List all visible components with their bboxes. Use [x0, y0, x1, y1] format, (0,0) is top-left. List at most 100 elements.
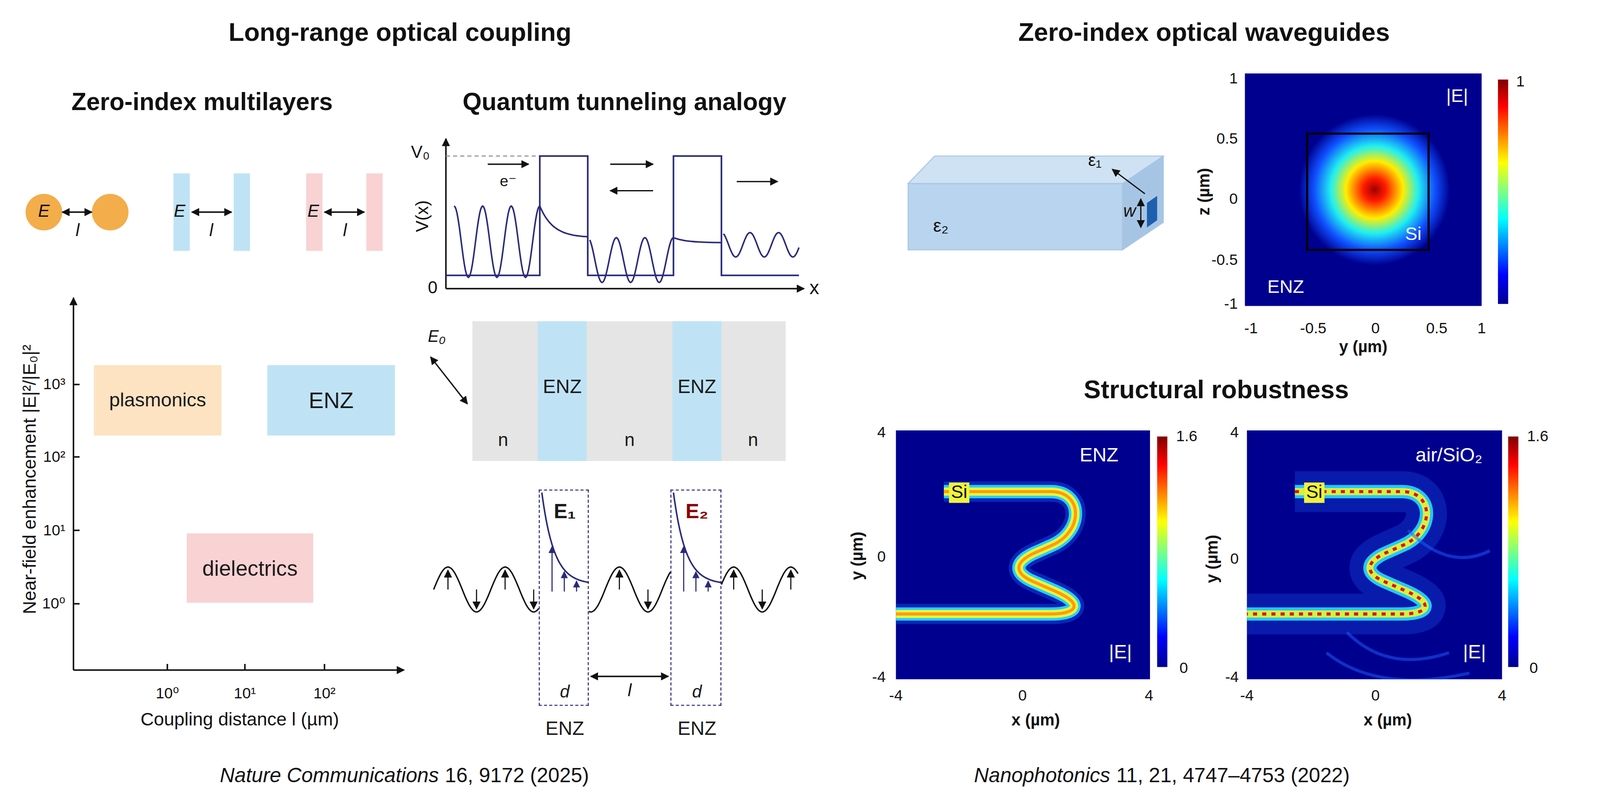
graphic: [1246, 491, 1427, 615]
node-text: ENZ: [677, 377, 717, 399]
label: x (µm): [1011, 711, 1061, 730]
label: Near-field enhancement |E|²/|E₀|²: [20, 344, 41, 615]
node-text: dielectrics: [202, 556, 298, 581]
node-text: ENZ: [545, 718, 585, 741]
label: 1: [1516, 73, 1525, 90]
label: 0: [1018, 687, 1027, 705]
enz-field-box: E₂dENZ: [670, 489, 722, 706]
node-text: d: [560, 683, 570, 703]
label: l: [342, 221, 347, 241]
colorbar: [1498, 79, 1509, 305]
field-decay: [541, 493, 589, 583]
colorbar: [1508, 436, 1519, 668]
graphic: [73, 669, 404, 672]
label: -1: [1244, 320, 1258, 337]
label: 10²: [313, 685, 336, 703]
graphic: [243, 664, 246, 671]
field-arrow: [647, 589, 649, 610]
field-arrow: [761, 589, 763, 610]
node-text: n: [497, 430, 509, 451]
edge-label: l: [627, 682, 632, 702]
label: -1: [1223, 295, 1238, 313]
label: V₀: [410, 143, 430, 163]
field-arrow: [695, 572, 697, 592]
graphic: [895, 491, 1076, 615]
wavefunction: [723, 232, 800, 258]
si-core-outline: [1307, 133, 1429, 250]
node-text: d: [692, 683, 702, 703]
label: Nature Communications: [219, 764, 439, 787]
distance-arrow: [191, 211, 232, 214]
field-arrow: [475, 589, 478, 610]
label: -4: [1225, 668, 1240, 686]
label: 1: [1229, 70, 1238, 87]
label: 0: [1371, 687, 1380, 705]
enz-layer: ENZ: [537, 321, 587, 462]
propagation-arrows: [487, 164, 778, 192]
graphic: [610, 163, 654, 165]
label: y (µm): [1338, 338, 1388, 357]
label: ε₁: [1088, 151, 1102, 171]
label: Coupling distance l (µm): [140, 710, 340, 731]
graphic: [1326, 530, 1490, 680]
graphic: [487, 163, 529, 165]
label: 16, 9172 (2025): [444, 764, 589, 787]
enz-layer: [173, 173, 190, 251]
field-arrow: [790, 570, 792, 590]
graphic: [72, 298, 75, 671]
enz-layer: ENZ: [672, 321, 722, 462]
field-wave: [721, 567, 799, 613]
graphic: [895, 491, 1076, 615]
label: -4: [872, 668, 886, 686]
chart-axes: [73, 298, 404, 671]
label: -4: [889, 687, 904, 705]
label: Long-range optical coupling: [228, 18, 572, 47]
potential-axes: [445, 138, 805, 290]
label: E₀: [427, 327, 446, 346]
graphic: [610, 190, 654, 192]
waveguide-front: [908, 183, 1123, 250]
label: 0: [877, 548, 886, 566]
label: Zero-index optical waveguides: [1018, 18, 1390, 47]
distance-arrow: [590, 675, 669, 678]
label: w: [1123, 202, 1136, 222]
label: 10⁰: [155, 685, 179, 703]
label: V(x): [413, 200, 433, 233]
label: y (µm): [847, 531, 867, 581]
label: 4: [1497, 687, 1507, 705]
node-text: ENZ: [542, 377, 582, 399]
node-text: E₂: [685, 499, 709, 523]
label: 0: [1229, 190, 1238, 208]
dielectric-band: nnnENZENZ: [472, 321, 786, 462]
waveguide-side: [1122, 156, 1164, 250]
graphic: [73, 456, 80, 459]
graphic: [166, 664, 169, 671]
field-arrow: [551, 546, 553, 592]
evanescent-decay: [673, 237, 722, 244]
label: Zero-index multilayers: [71, 88, 333, 116]
label: 0.5: [1216, 130, 1238, 148]
label: 0: [1179, 659, 1188, 677]
label: 0: [427, 279, 438, 299]
label: |E|: [1446, 86, 1469, 108]
field-arrow: [576, 581, 578, 592]
bent-waveguide-field: [1246, 491, 1490, 680]
graphic: [445, 138, 448, 290]
graphic: [73, 603, 80, 605]
label: air/SiO₂: [1415, 445, 1483, 467]
graphic: [445, 287, 805, 290]
label: 1: [1477, 320, 1486, 337]
node-text: plasmonics: [109, 389, 207, 412]
graphic: [1246, 491, 1427, 615]
label: x (µm): [1363, 711, 1412, 730]
field-arrow: [683, 546, 685, 592]
particle: [91, 194, 129, 231]
label: E: [38, 202, 50, 222]
distance-arrow: [62, 211, 93, 214]
graphic: [323, 664, 326, 671]
graphic: [1246, 491, 1427, 615]
label: -0.5: [1211, 251, 1238, 269]
label: E: [307, 202, 320, 222]
label: 10¹: [234, 685, 256, 703]
label: 1.6: [1527, 428, 1549, 446]
